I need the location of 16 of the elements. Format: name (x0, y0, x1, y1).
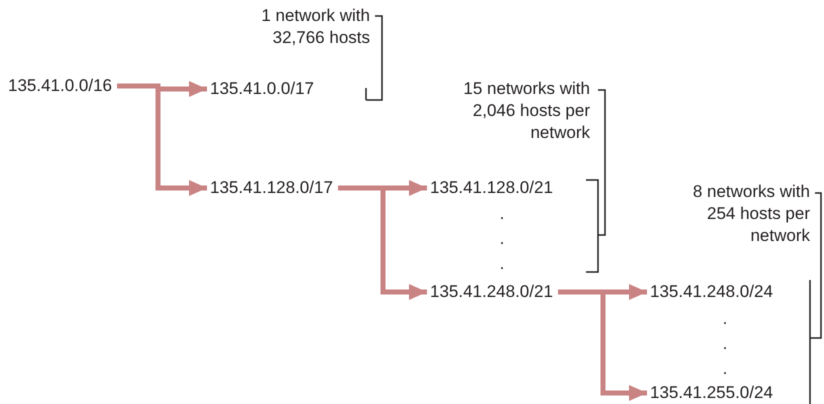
subnet-address: 135.41.255.0/24 (650, 383, 773, 403)
ellipsis-dot: . (722, 308, 728, 330)
ellipsis-dot: . (498, 203, 506, 225)
subnet-address: 135.41.248.0/21 (430, 282, 553, 302)
ellipsis-dot: . (722, 358, 728, 380)
annotation-text: 15 networks with 2,046 hosts per network (462, 78, 590, 144)
subnet-address: 135.41.128.0/21 (430, 178, 553, 198)
subnet-address: 135.41.0.0/16 (8, 76, 112, 96)
ellipsis-dot: . (498, 228, 506, 250)
ellipsis-dot: . (722, 333, 728, 355)
annotation-text: 8 networks with 254 hosts per network (692, 181, 810, 247)
subnet-address: 135.41.248.0/24 (650, 282, 773, 302)
annotation-text: 1 network with 32,766 hosts (260, 5, 370, 49)
subnet-address: 135.41.128.0/17 (210, 178, 333, 198)
ellipsis-dot: . (498, 253, 506, 275)
subnet-address: 135.41.0.0/17 (210, 79, 314, 99)
